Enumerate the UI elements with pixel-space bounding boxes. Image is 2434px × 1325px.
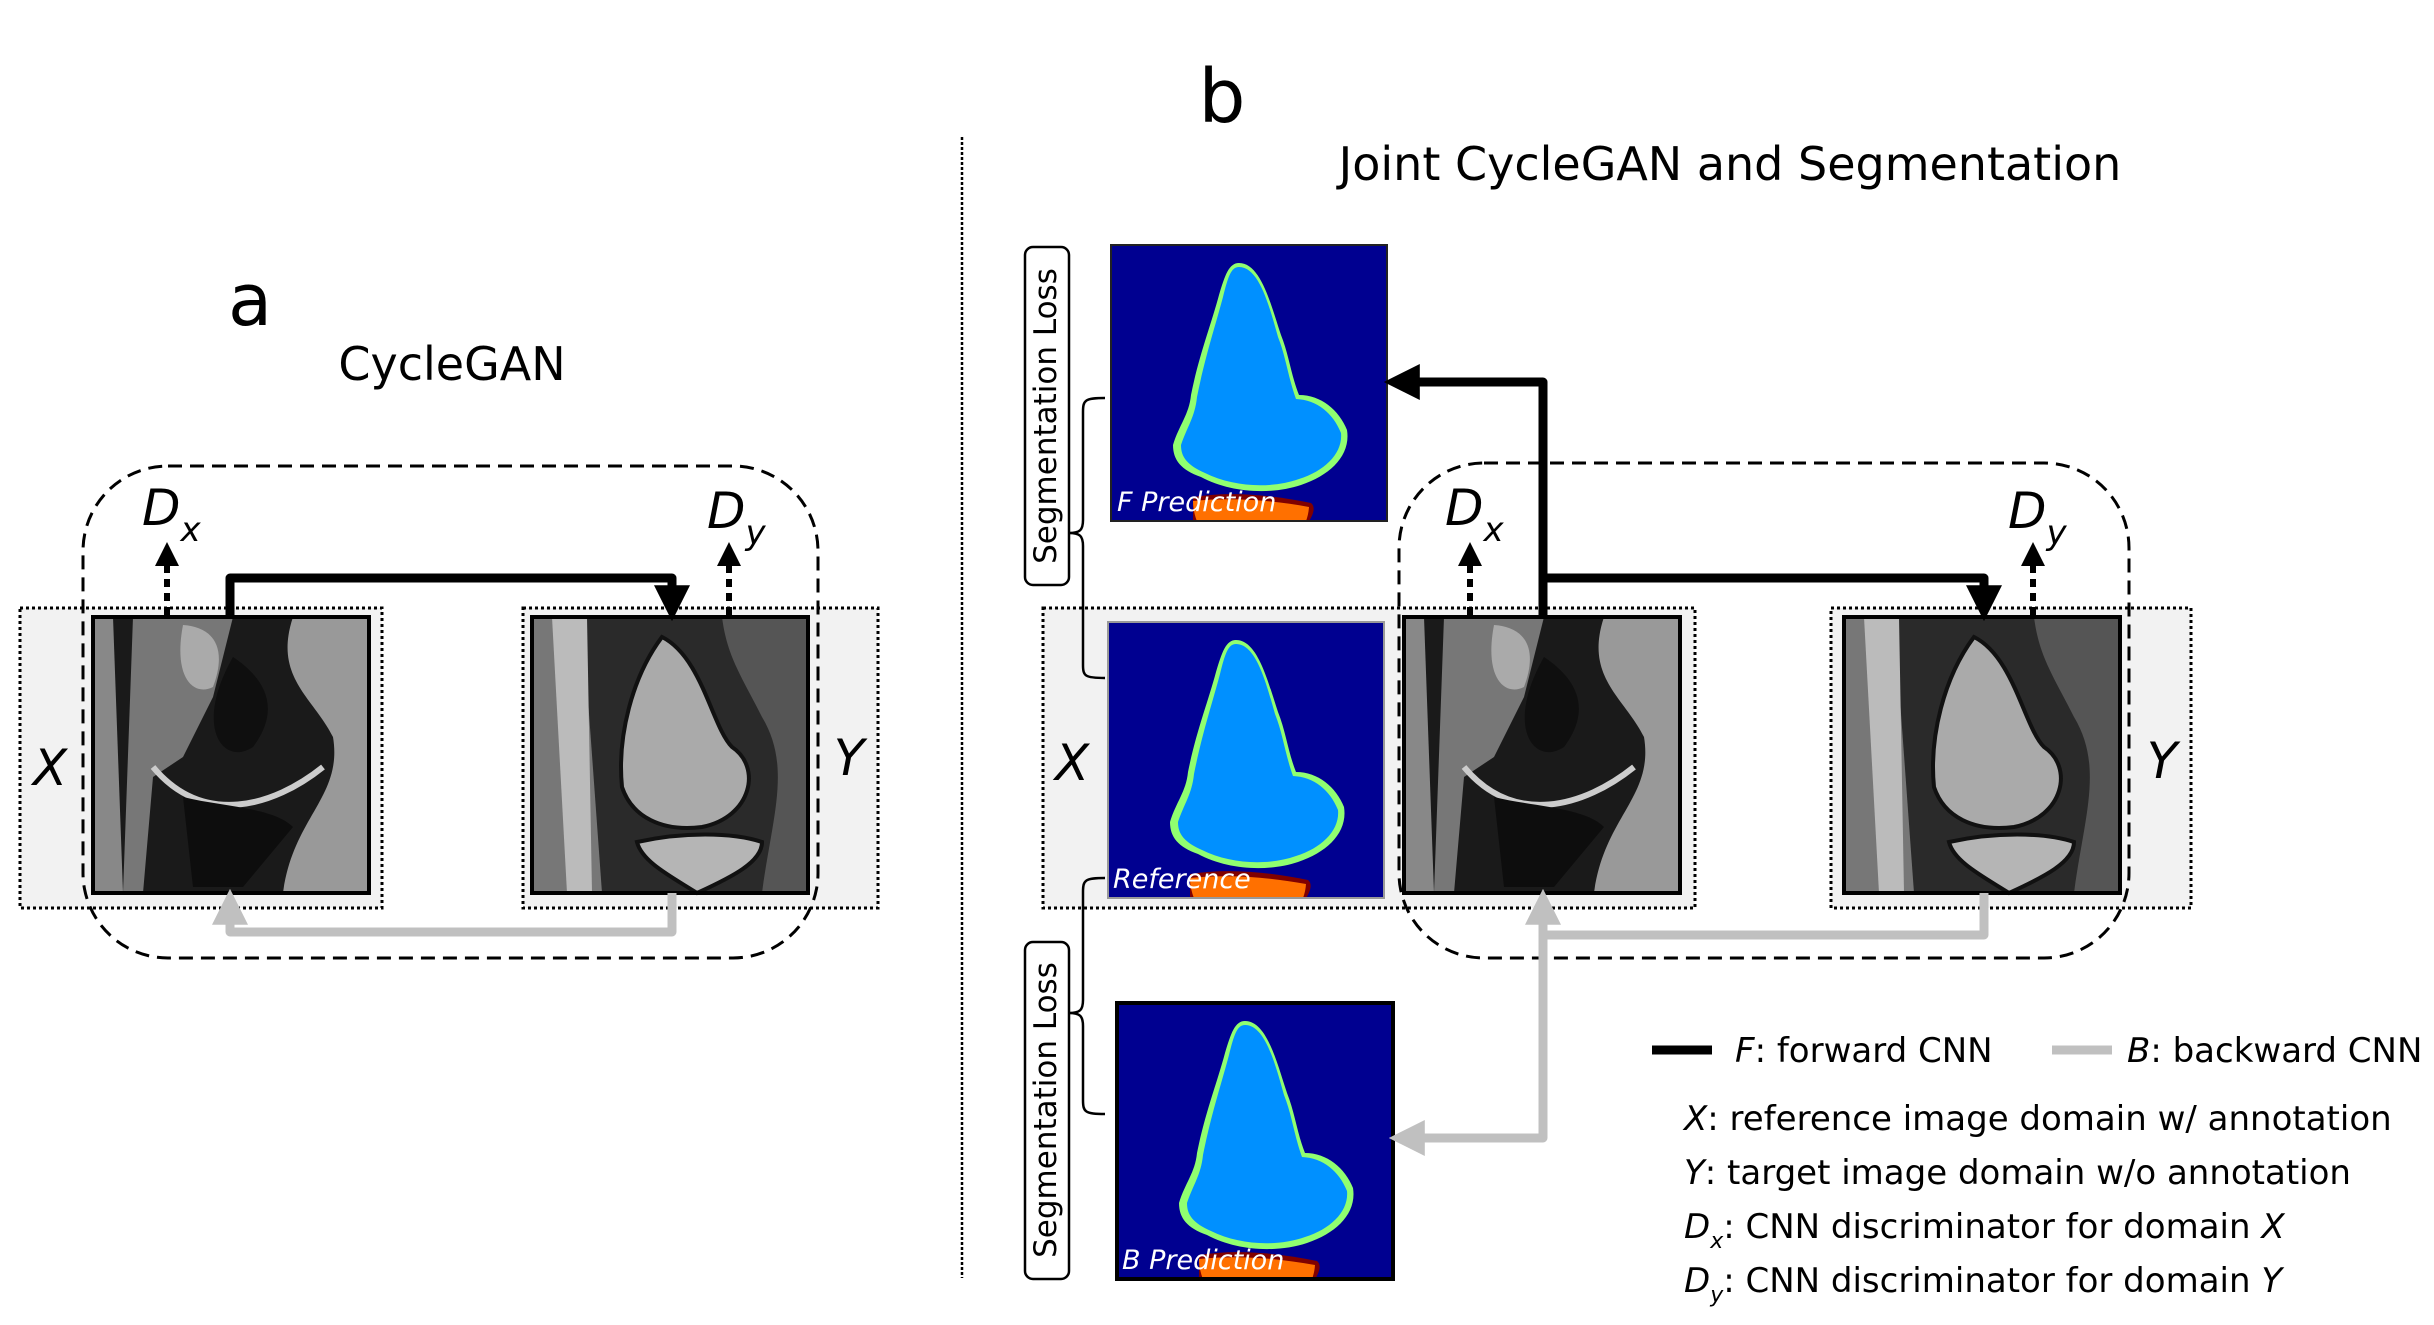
f-prediction-label: F Prediction [1117,487,1276,518]
panel-a-backward-arrow [212,888,677,937]
panel-b-letter: b [1199,54,1246,140]
panel-a-cycle-box [81,464,820,960]
panel-b-mri-y-image [1842,615,2122,895]
legend-forward-text: F: forward CNN [1735,1031,1993,1071]
legend: F: forward CNN B: backward CNN X: refere… [1652,1031,2422,1308]
panel-a-domain-y-label: Y [834,729,868,787]
seg-loss-top-label: Segmentation Loss [1028,268,1064,564]
seg-loss-bottom-bracket [1068,876,1106,1116]
legend-def-y: Y: target image domain w/o annotation [1684,1153,2351,1193]
panel-b-title: Joint CycleGAN and Segmentation [1336,137,2122,191]
seg-loss-top-box [1023,245,1071,587]
panel-a-letter: a [228,258,272,342]
legend-def-x: X: reference image domain w/ annotation [1682,1099,2392,1139]
panel-b-cycle-box [1397,461,2131,960]
seg-loss-bottom-box [1023,940,1071,1281]
panel-a-mri-y-image [530,615,810,895]
seg-loss-bottom-label: Segmentation Loss [1028,962,1064,1258]
backward-to-b-prediction-arrow [1388,935,1548,1156]
forward-to-f-prediction-arrow [1383,364,1548,617]
panel-b-backward-arrow [1525,888,1989,940]
panel-a-dx-label: Dx [142,479,202,550]
panel-a-forward-arrow [225,573,690,622]
b-prediction-image: B Prediction [1115,1001,1395,1281]
panel-a-domain-x-label: X [30,739,69,797]
f-prediction-image: F Prediction [1110,244,1388,522]
reference-image: Reference [1107,621,1385,899]
panel-b-dx-label: Dx [1445,479,1505,550]
seg-loss-top-bracket [1068,396,1106,680]
panel-b-domain-y-label: Y [2147,732,2181,790]
panel-a-mri-x-image [93,617,369,893]
panel-a-dy-label: Dy [707,482,767,553]
reference-label: Reference [1113,864,1251,895]
b-prediction-label: B Prediction [1122,1245,1284,1276]
legend-def-dy: Dy: CNN discriminator for domain Y [1684,1261,2284,1308]
legend-def-dx: Dx: CNN discriminator for domain X [1684,1207,2285,1254]
panel-b-mri-x-image [1404,617,1680,893]
panel-b-forward-arrow [1543,573,2002,622]
panel-a-title: CycleGAN [338,337,565,391]
panel-b-dy-label: Dy [2008,482,2068,553]
legend-backward-text: B: backward CNN [2127,1031,2422,1071]
panel-b-domain-x-label: X [1052,734,1091,792]
